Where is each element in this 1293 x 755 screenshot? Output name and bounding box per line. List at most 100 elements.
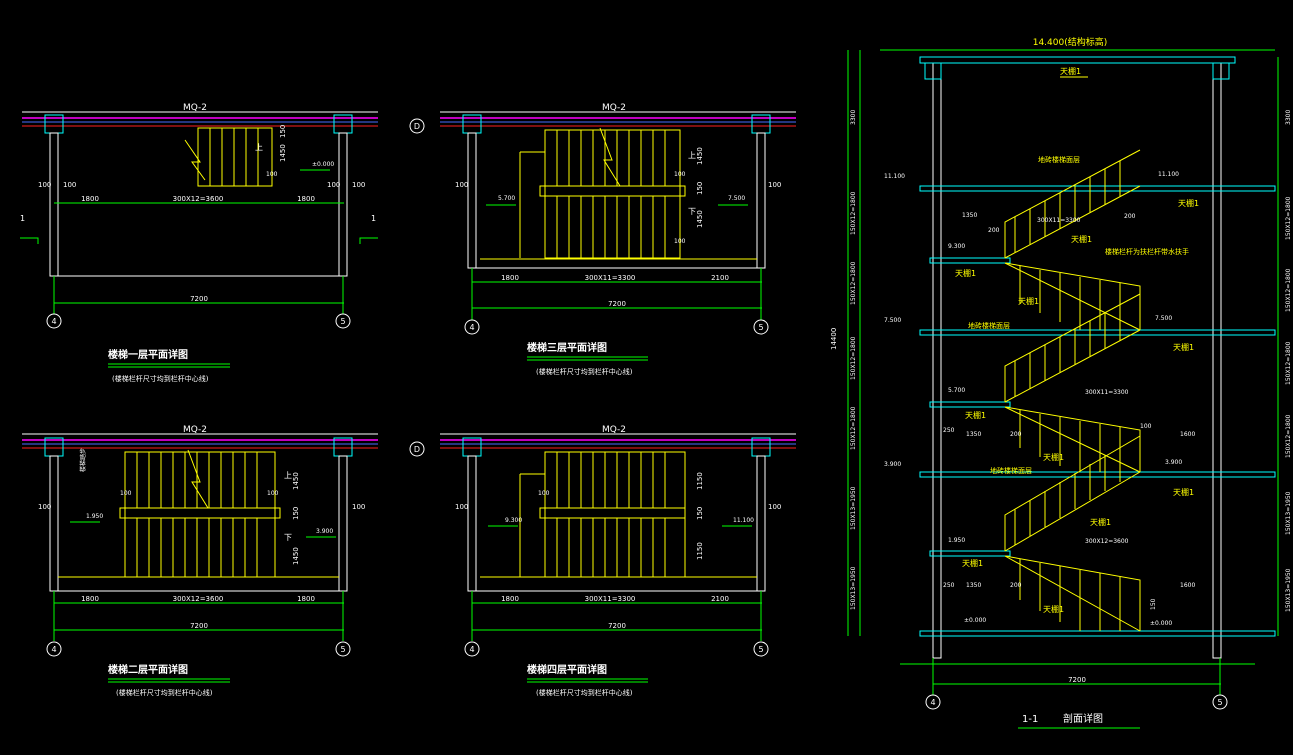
ceiling-label-7: 天棚1 [1043, 452, 1064, 462]
left-dim-4: 150X12=1800 [850, 406, 857, 450]
stair-finish-label-top: 地砖楼梯面层 [1038, 155, 1080, 164]
small-dim-10: 200 [1124, 213, 1136, 220]
dim-total: 7200 [608, 622, 626, 630]
ceiling-label-3: 天棚1 [955, 268, 976, 278]
axis-row-label: D [414, 122, 420, 131]
left-dim-6: 150X13=1950 [850, 566, 857, 610]
dim-wall-a: 100 [455, 503, 468, 511]
axis-row-bubble [409, 118, 425, 134]
elevation: ±0.000 [312, 161, 334, 168]
plan-third-floor: D MQ-2 上 下 1450 150 [409, 103, 796, 376]
stair-dim-c: 150 [696, 507, 704, 520]
axis-bubble-right [1212, 694, 1228, 710]
elev-left-0: 11.100 [884, 173, 905, 180]
stair-dim-e: 100 [674, 238, 686, 245]
axis-left-label: 4 [469, 645, 474, 654]
dim-mid: 300X11=3300 [585, 595, 636, 603]
dim-mid: 300X11=3300 [585, 274, 636, 282]
axis-row-label: D [414, 445, 420, 454]
elevation-left: 1.950 [86, 513, 103, 520]
plan-title: 楼梯二层平面详图 [108, 663, 188, 676]
right-dim-6: 150X13=1950 [1285, 568, 1292, 612]
axis-bubble-left [464, 319, 480, 335]
roof-slab [919, 56, 1236, 64]
stair-dim-c: 150 [279, 125, 287, 138]
right-dim-0: 3300 [1285, 110, 1292, 125]
elevation-right: 7.500 [728, 195, 745, 202]
stair-flight [184, 127, 273, 187]
down-mark: 下 [688, 207, 696, 216]
axis-left-label: 4 [51, 645, 56, 654]
cut-mark-right [359, 237, 378, 244]
wall-left [49, 455, 59, 592]
wall-left [932, 62, 942, 659]
ceiling-label-2: 天棚1 [1071, 234, 1092, 244]
landing-slab-c [929, 550, 1011, 557]
small-dim-1: 200 [988, 227, 1000, 234]
axis-right-label: 5 [1217, 698, 1222, 707]
axis-bubble-right [753, 319, 769, 335]
stair-dim-b: 100 [266, 171, 278, 178]
column-top-left [924, 62, 942, 80]
stair-dim-b: 1450 [696, 210, 704, 228]
stair-finish-label-bottom: 地砖楼梯面层 [990, 466, 1032, 475]
axis-bubble-right [335, 641, 351, 657]
dim-wall-a: 100 [38, 181, 51, 189]
stair-dim-c: 150 [292, 507, 300, 520]
elev-right-1: 7.500 [1155, 315, 1172, 322]
plan-title: 楼梯四层平面详图 [527, 663, 607, 676]
elevation-left: 9.300 [505, 517, 522, 524]
left-dim-2: 150X12=1800 [850, 261, 857, 305]
left-dim-0: 3300 [850, 110, 857, 125]
axis-left-label: 4 [51, 317, 56, 326]
plan-note: (楼梯栏杆尺寸均到栏杆中心线) [116, 688, 213, 697]
dim-wall-b: 100 [63, 181, 76, 189]
vertical-note: 楼梯踏步 [79, 448, 87, 472]
section-1-1: 14.400(结构标高) [830, 36, 1292, 729]
plan-first-floor: MQ-2 上 1450 150 100 ±0.000 100 100 100 1… [20, 103, 378, 383]
dim-total: 7200 [190, 622, 208, 630]
beam-label: MQ-2 [183, 103, 207, 113]
dim-wall-a: 100 [455, 181, 468, 189]
axis-bubble-left [464, 641, 480, 657]
dim-wall-b: 100 [768, 181, 781, 189]
up-mark: 上 [284, 471, 292, 480]
elev-left-6: ±0.000 [964, 617, 986, 624]
dim-total: 7200 [608, 300, 626, 308]
axis-bubble-right [335, 313, 351, 329]
stair-flight [519, 451, 686, 578]
left-dim-3: 150X12=1800 [850, 336, 857, 380]
right-dim-4: 150X12=1800 [1285, 414, 1292, 458]
stair-dim-a: 1450 [292, 472, 300, 490]
elev-left-4: 3.900 [884, 461, 901, 468]
stair-dim-a: 1150 [696, 472, 704, 490]
right-dim-1: 150X12=1800 [1285, 196, 1292, 240]
small-dim-11: 100 [1140, 423, 1152, 430]
stair-flight [519, 127, 686, 259]
axis-bubble-right [753, 641, 769, 657]
column-top-right [1212, 62, 1230, 80]
elev-right-3: ±0.000 [1150, 620, 1172, 627]
axis-bubble-left [925, 694, 941, 710]
small-dim-3: 1350 [966, 431, 981, 438]
stair-dim-d: 100 [674, 171, 686, 178]
dim-wall-d: 100 [352, 181, 365, 189]
plan-fourth-floor: D MQ-2 1150 150 1150 [409, 425, 796, 697]
dim-wall-b: 100 [768, 503, 781, 511]
stair-flights-section [1004, 149, 1141, 632]
stair-dim-d: 100 [538, 490, 550, 497]
up-mark: 上 [255, 143, 263, 152]
stair-dim-a: 1450 [279, 144, 287, 162]
wall-left [467, 455, 477, 592]
plan-title: 楼梯三层平面详图 [527, 341, 607, 354]
wall-left [467, 132, 477, 269]
up-mark: 上 [688, 151, 696, 160]
stair-dim-b: 1150 [696, 542, 704, 560]
axis-row-bubble [409, 441, 425, 457]
dim-total: 7200 [190, 295, 208, 303]
ceiling-label-9: 天棚1 [1090, 517, 1111, 527]
right-dim-2: 150X12=1800 [1285, 268, 1292, 312]
stair-dim-b: 1450 [292, 547, 300, 565]
total-height: 14400 [830, 328, 838, 350]
